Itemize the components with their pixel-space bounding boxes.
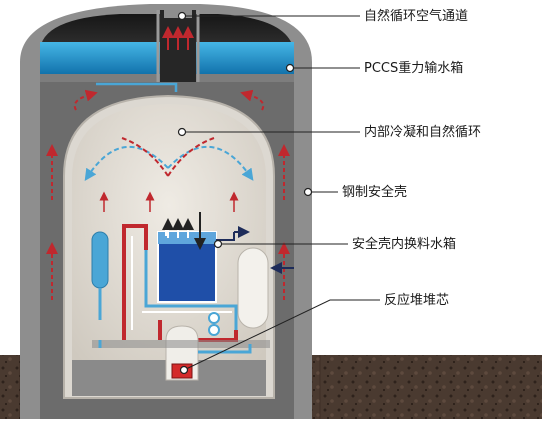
label-steel-containment: 钢制安全壳 — [342, 185, 408, 200]
label-natural-circulation-air-channel: 自然循环空气通道 — [364, 9, 469, 24]
tank-vent-arrows — [162, 212, 206, 250]
hot-leg-pipe — [122, 224, 148, 340]
label-in-containment-refueling-water-tank: 安全壳内换料水箱 — [352, 237, 457, 252]
steam-generator — [237, 247, 269, 329]
label-reactor-core: 反应堆堆芯 — [384, 293, 450, 308]
label-pccs-gravity-water-tank: PCCS重力输水箱 — [364, 61, 464, 76]
leader-lines — [177, 11, 380, 375]
air-flow-arrows — [162, 26, 194, 50]
condensation-circulation-arrows — [84, 137, 254, 212]
label-internal-condensation-natural-circulation: 内部冷凝和自然循环 — [364, 125, 482, 140]
accumulator-tank — [91, 231, 109, 289]
